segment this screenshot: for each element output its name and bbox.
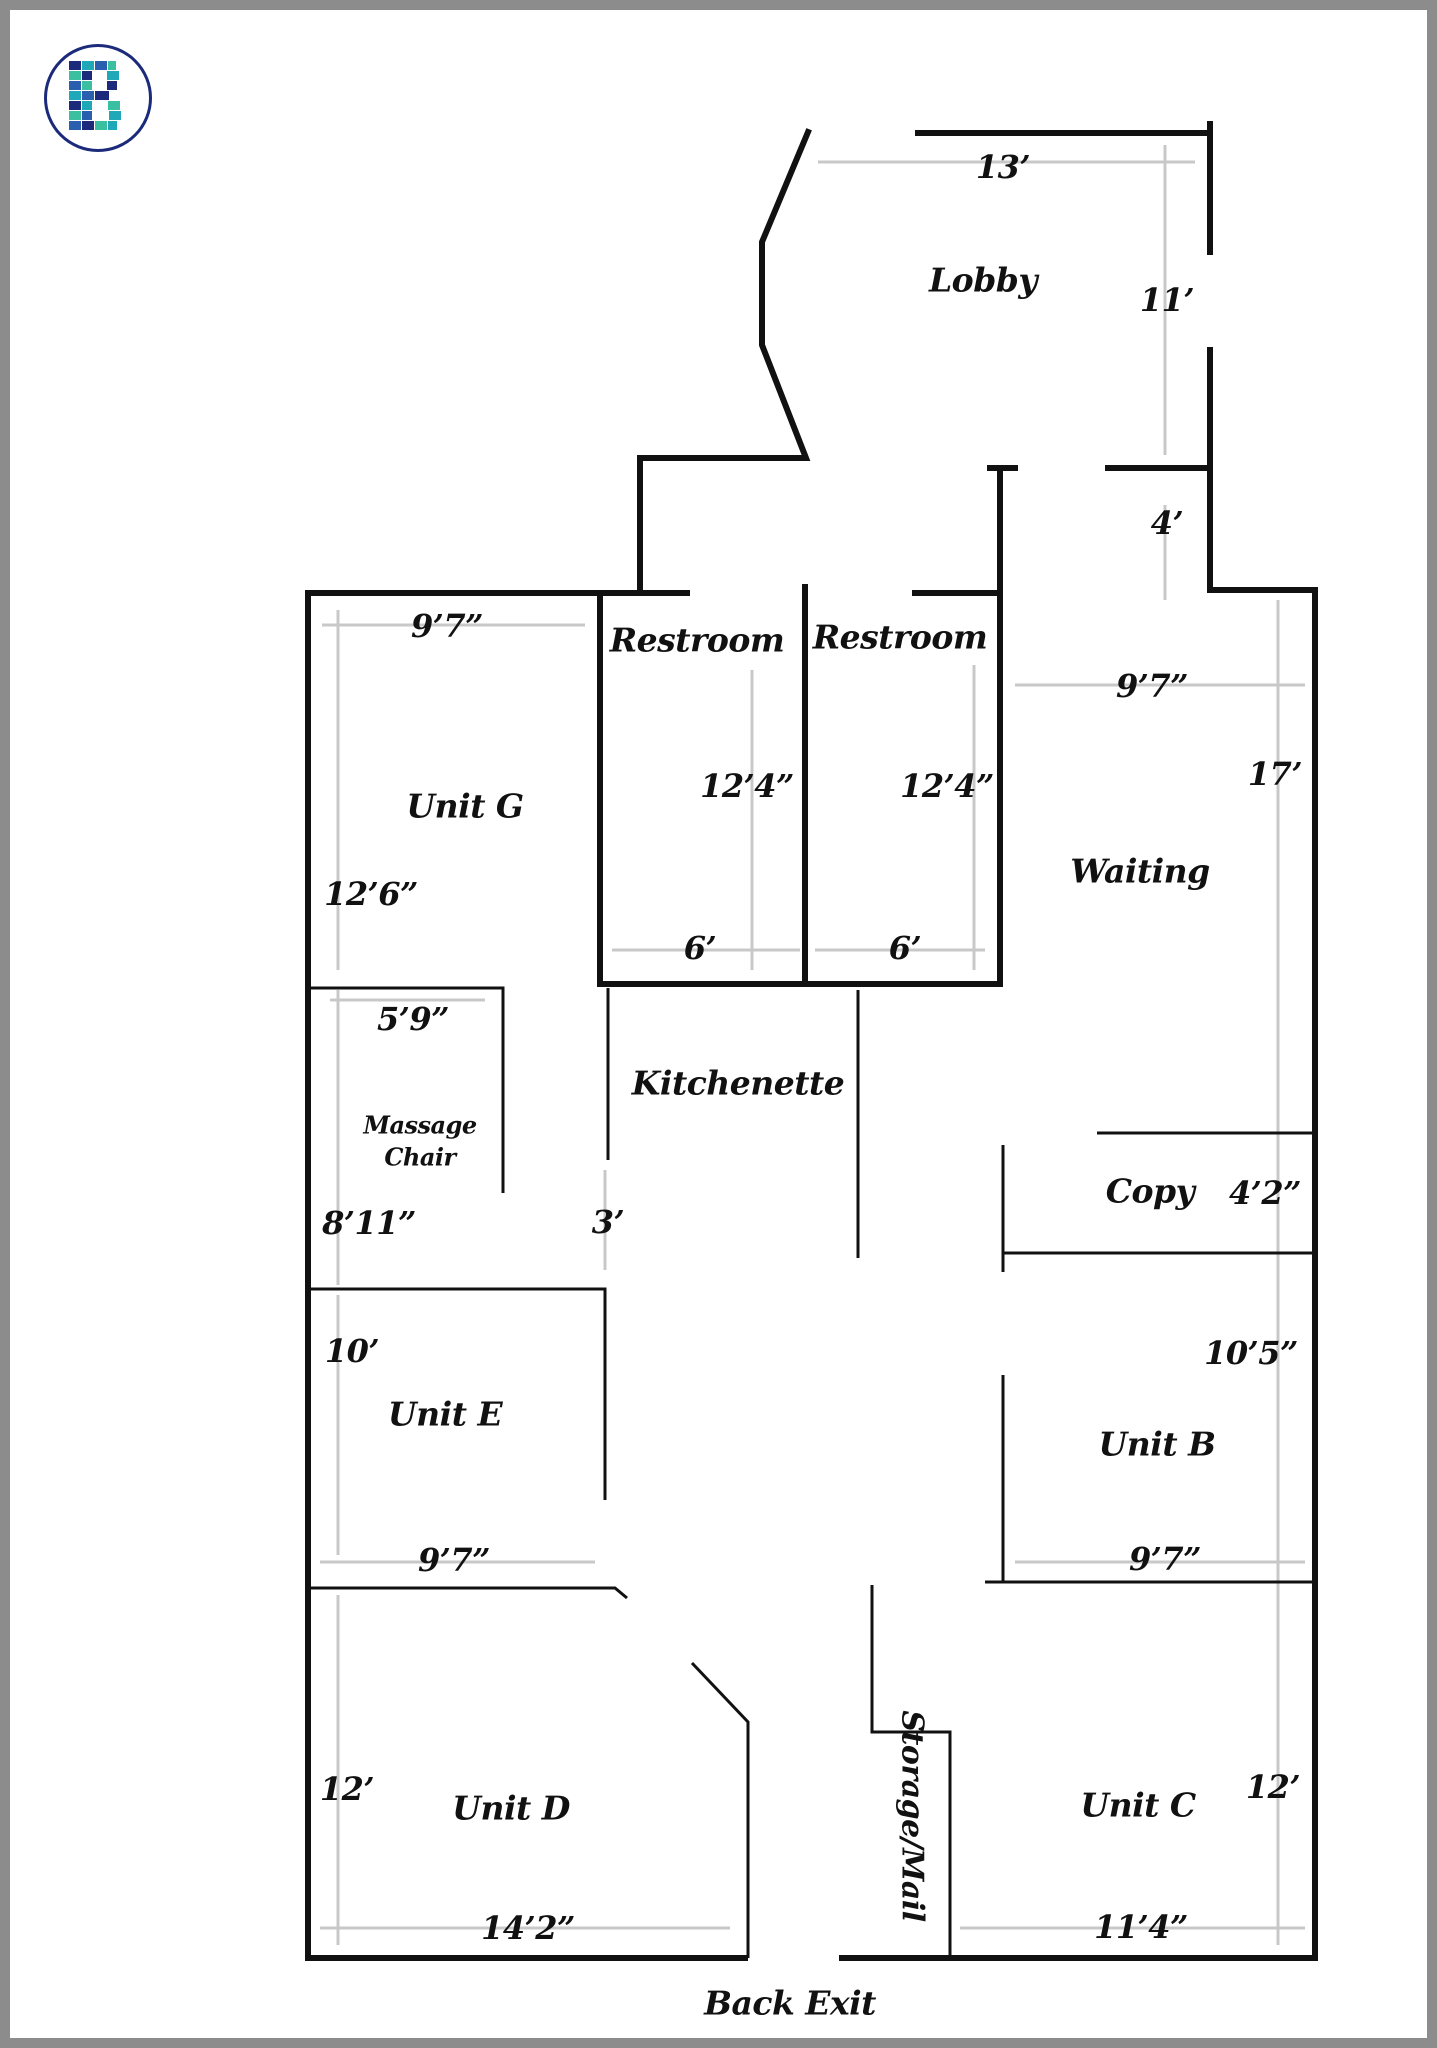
room-label-lobby: Lobby (928, 260, 1038, 300)
dim-unit-g-depth: 12’6” (324, 875, 418, 913)
dim-restroom-2-width: 6’ (888, 929, 922, 967)
dim-waiting-depth: 17’ (1247, 755, 1303, 793)
room-label-unit-g: Unit G (406, 786, 524, 826)
dim-unit-d-width: 14’2” (481, 1909, 575, 1947)
dim-unit-e-width: 9’7” (417, 1541, 491, 1579)
dim-unit-c-depth: 12’ (1245, 1768, 1301, 1806)
room-label-storage-mail: Storage/Mail (894, 1710, 930, 1922)
walls (305, 121, 1318, 1961)
room-label-unit-c: Unit C (1080, 1785, 1196, 1825)
dim-unit-g-width: 9’7” (410, 607, 484, 645)
label-back-exit: Back Exit (704, 1983, 876, 2023)
brand-logo-mark (69, 61, 121, 130)
dim-unit-d-depth: 12’ (319, 1770, 375, 1808)
partitions (310, 986, 1312, 1958)
room-label-unit-b: Unit B (1098, 1424, 1216, 1464)
dim-waiting-width: 9’7” (1115, 667, 1189, 705)
dimension-lines (320, 145, 1305, 1945)
massage-chair-line-1: Massage (363, 1110, 477, 1140)
dim-massage-width: 5’9” (376, 1000, 450, 1038)
brand-logo (44, 44, 152, 152)
room-label-waiting: Waiting (1070, 851, 1210, 891)
room-label-unit-e: Unit E (387, 1394, 503, 1434)
dim-restroom-2-depth: 12’4” (900, 767, 994, 805)
room-label-unit-d: Unit D (452, 1788, 570, 1828)
dim-massage-depth: 8’11” (322, 1204, 416, 1242)
dim-copy-depth: 4’2” (1228, 1174, 1302, 1212)
dim-unit-e-depth: 10’ (324, 1332, 380, 1370)
dim-lobby-width: 13’ (975, 148, 1031, 186)
dim-restroom-1-width: 6’ (683, 929, 717, 967)
room-label-copy: Copy (1105, 1171, 1195, 1211)
dim-unit-c-width: 11’4” (1094, 1908, 1188, 1946)
dim-unit-b-depth: 10’5” (1204, 1334, 1298, 1372)
room-label-kitchenette: Kitchenette (631, 1063, 845, 1103)
dim-lobby-passage: 4’ (1150, 504, 1184, 542)
dim-restroom-1-depth: 12’4” (700, 767, 794, 805)
room-label-massage-chair: Massage Chair (363, 1110, 477, 1175)
dim-hall-width: 3’ (591, 1203, 625, 1241)
room-label-restroom-1: Restroom (609, 620, 785, 660)
room-label-restroom-2: Restroom (812, 617, 988, 657)
massage-chair-line-2: Chair (384, 1143, 456, 1172)
dim-lobby-depth: 11’ (1139, 281, 1195, 319)
dim-unit-b-width: 9’7” (1128, 1540, 1202, 1578)
